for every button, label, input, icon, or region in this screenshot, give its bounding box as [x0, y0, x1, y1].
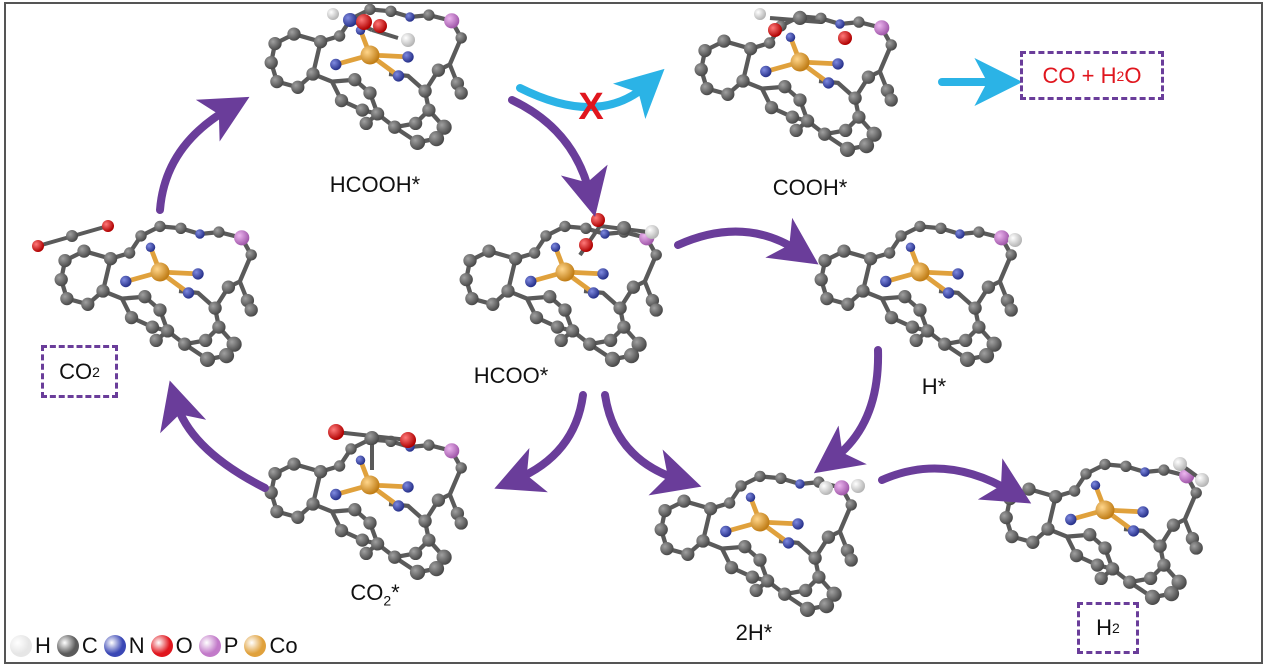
legend-label-p: P [223, 633, 239, 658]
complex-2h [655, 471, 865, 617]
label-cooh: COOH* [772, 175, 848, 200]
arrow-h-to-2h [813, 346, 883, 474]
legend-label-h: H [35, 633, 51, 658]
element-legend: H C N O P Co [10, 633, 304, 659]
legend-label-o: O [175, 633, 193, 658]
complex-co2-ads [265, 424, 468, 580]
arrow-hcoo-to-h [674, 217, 819, 265]
legend-swatch-p [198, 635, 221, 657]
complex-hcoo [460, 213, 663, 367]
legend-item-h: H [10, 633, 51, 659]
label-hcooh: HCOOH* [329, 172, 421, 197]
legend-item-co: Co [244, 633, 298, 659]
legend-swatch-o [150, 635, 173, 657]
legend-swatch-c [56, 635, 79, 657]
label-2h: 2H* [735, 620, 773, 645]
legend-swatch-co [244, 635, 267, 657]
figure-frame [4, 2, 1263, 664]
legend-item-n: N [103, 633, 145, 659]
complex-h2-release [1000, 457, 1209, 605]
label-h: H* [921, 374, 947, 399]
arrow-hcooh-to-cooh-blocked [516, 68, 665, 119]
arrow-hcooh-to-hcoo [508, 96, 608, 217]
complex-cooh [695, 8, 898, 157]
arrow-co2ads-to-co2 [160, 380, 269, 492]
label-co2-adsorbed: CO2* [350, 580, 400, 609]
arrow-hcoo-to-co2ads [494, 391, 587, 493]
legend-label-co: Co [269, 633, 298, 658]
legend-swatch-h [10, 635, 32, 657]
arrow-hcoo-to-2h [601, 391, 702, 496]
legend-label-c: C [81, 633, 98, 658]
blocked-mark: X [578, 86, 604, 128]
legend-item-c: C [56, 633, 98, 659]
legend-item-o: O [150, 633, 193, 659]
complex-hcooh [265, 4, 468, 150]
complex-h [815, 221, 1022, 367]
complex-co2-gas [32, 220, 258, 367]
legend-swatch-n [103, 635, 126, 657]
legend-item-p: P [198, 633, 239, 659]
label-hcoo: HCOO* [473, 363, 549, 388]
legend-label-n: N [128, 633, 145, 658]
arrow-2h-to-h2 [878, 458, 1032, 504]
arrow-co2-to-hcooh [156, 96, 250, 214]
